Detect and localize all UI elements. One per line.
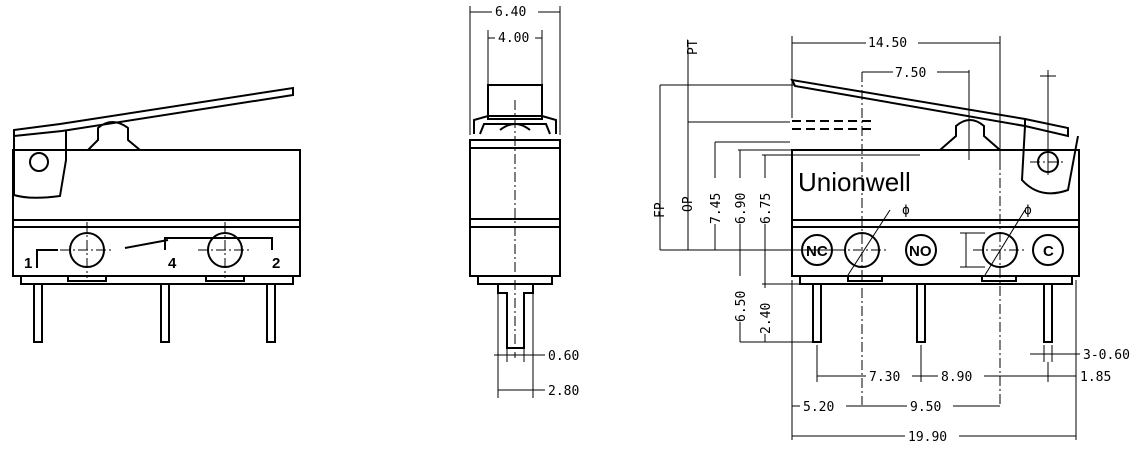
pin-label-4: 4 [168, 255, 177, 272]
side-view: 1 4 2 [12, 86, 301, 343]
terminal-no [905, 234, 937, 266]
pin-label-1: 1 [24, 255, 32, 272]
dim-5-20: 5.20 [803, 400, 834, 415]
contact-symbol-4 [124, 239, 169, 249]
dim-8-90: 8.90 [941, 370, 972, 385]
phi-label-b: ϕ [1024, 203, 1032, 218]
dim-fp: FP [653, 202, 668, 218]
dim-1-85: 1.85 [1080, 370, 1111, 385]
lever-hinge [13, 130, 67, 199]
switch-body [12, 149, 301, 277]
dim-19-90: 19.90 [908, 430, 947, 445]
brand-label: Unionwell [798, 167, 911, 197]
contact-symbol-1 [36, 249, 58, 268]
dim-4-00: 4.00 [498, 31, 529, 46]
pin-1 [33, 283, 43, 343]
contact-symbol-2 [164, 237, 273, 250]
terminal-label-nc: NC [806, 243, 828, 260]
lever-arm [13, 86, 294, 138]
dim-op: OP [681, 196, 696, 212]
actuator-button [87, 121, 141, 151]
dim-6-75: 6.75 [759, 193, 774, 224]
lever-arm-right [790, 78, 1026, 128]
pin-label-2: 2 [272, 255, 280, 272]
dim-7-50: 7.50 [895, 66, 926, 81]
dim-14-50: 14.50 [868, 36, 907, 51]
dim-6-50: 6.50 [734, 291, 749, 322]
dim-0-60: 0.60 [548, 349, 579, 364]
dim-6-40: 6.40 [495, 5, 526, 20]
hinge-hole [29, 152, 49, 172]
right-view: 14.50 7.50 Unionwell NC NO C [653, 35, 1130, 445]
dim-9-50: 9.50 [910, 400, 941, 415]
dim-2-80: 2.80 [548, 384, 579, 399]
dim-pt: PT [686, 39, 701, 55]
dim-2-40: 2.40 [759, 303, 774, 334]
terminal-label-c: C [1043, 243, 1054, 260]
phi-label-a: ϕ [902, 203, 910, 218]
dim-3-0-60: 3-0.60 [1083, 348, 1130, 363]
front-view: 6.40 4.00 0.60 2.80 [469, 4, 579, 399]
pin-4 [160, 283, 170, 343]
dim-6-90: 6.90 [734, 193, 749, 224]
terminal-label-no: NO [909, 243, 932, 260]
dim-7-45: 7.45 [709, 193, 724, 224]
front-pin [497, 284, 534, 349]
dim-7-30: 7.30 [869, 370, 900, 385]
terminal-c [1032, 234, 1064, 266]
pin-2 [266, 283, 276, 343]
